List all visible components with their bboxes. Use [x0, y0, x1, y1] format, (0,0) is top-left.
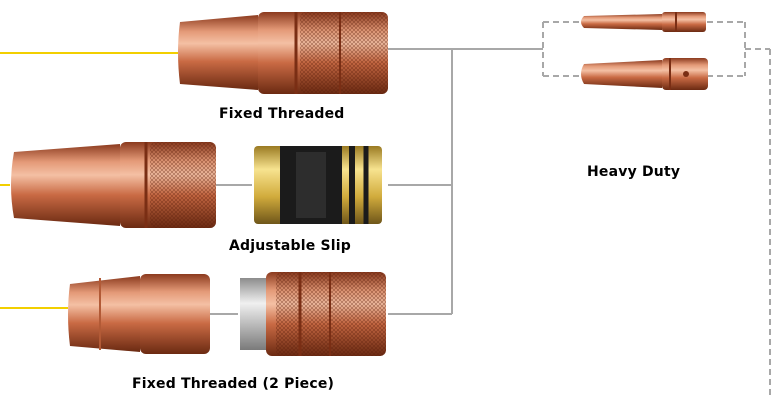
adjustable-slip-insulator [254, 146, 382, 224]
adjustable-slip-nozzle [11, 142, 216, 228]
heavy-duty-bracket [542, 21, 771, 396]
fixed-threaded-2piece-insulator [240, 272, 386, 356]
adjustable-slip-label: Adjustable Slip [229, 238, 351, 254]
heavy-duty-label: Heavy Duty [587, 164, 681, 180]
connector-lines [210, 48, 543, 315]
fixed-threaded-2piece-label: Fixed Threaded (2 Piece) [132, 376, 335, 392]
wire-lines [0, 52, 178, 309]
heavy-duty-contact-tip-top [581, 12, 706, 32]
fixed-threaded-nozzle [178, 12, 388, 94]
fixed-threaded-label: Fixed Threaded [219, 106, 345, 122]
fixed-threaded-2piece-nozzle [68, 274, 210, 354]
heavy-duty-contact-tip-bottom [581, 58, 708, 90]
